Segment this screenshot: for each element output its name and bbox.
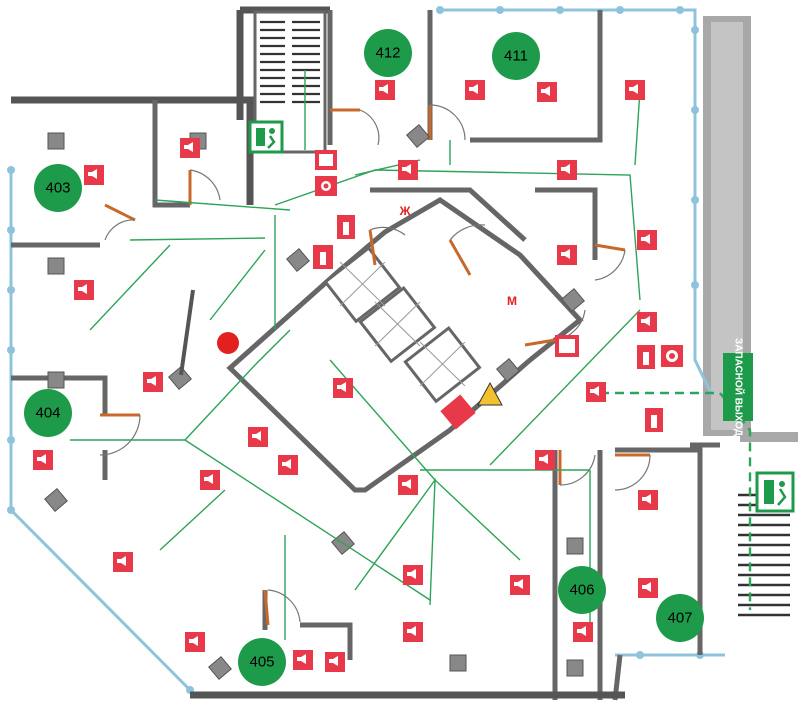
room-label-411: 411 [504, 48, 528, 65]
alarm-speaker-icon [625, 80, 645, 100]
alarm-speaker-icon [403, 565, 423, 585]
alarm-speaker-icon [403, 622, 423, 642]
alarm-speaker-icon [293, 650, 313, 670]
alarm-speaker-icon [398, 160, 418, 180]
emergency-exit-label: ЗАПАСНОЙ ВЫХОД [733, 338, 746, 436]
room-label-412: 412 [375, 45, 400, 62]
emergency-exit-icon [248, 120, 284, 154]
alarm-speaker-icon [398, 475, 418, 495]
doors [99, 104, 651, 626]
room-badge-404: 404 [24, 389, 72, 437]
alarm-speaker-icon [185, 632, 205, 652]
alarm-speaker-icon [33, 450, 53, 470]
elevator-mark: М [507, 294, 517, 308]
room-badge-406: 406 [558, 566, 606, 614]
alarm-speaker-icon [638, 578, 658, 598]
emergency-exit-icon [755, 471, 795, 513]
fire-extinguisher-icon [337, 215, 355, 239]
alarm-speaker-icon [637, 230, 657, 250]
room-badges: 403 404 405 406 407 411 412 [24, 29, 704, 686]
room-badge-411: 411 [492, 32, 540, 80]
room-badge-405: 405 [238, 638, 286, 686]
fire-alarm-speakers [33, 80, 658, 672]
alarm-speaker-icon [573, 622, 593, 642]
alarm-speaker-icon [84, 165, 104, 185]
fire-extinguisher-icon [637, 345, 655, 369]
fire-hose-icon [440, 394, 476, 430]
fire-extinguisher-icon [313, 245, 333, 269]
alarm-speaker-icon [143, 372, 163, 392]
electric-hazard-icon [477, 381, 503, 406]
alarm-speaker-icon [200, 470, 220, 490]
alarm-speaker-icon [557, 245, 577, 265]
alarm-speaker-icon [535, 450, 555, 470]
external-wall-band [703, 16, 798, 442]
room-badge-407: 407 [656, 594, 704, 642]
alarm-speaker-icon [278, 455, 298, 475]
alarm-speaker-icon [74, 280, 94, 300]
alarm-speaker-icon [537, 82, 557, 102]
alarm-speaker-icon [113, 552, 133, 572]
exit-signs: ЗАПАСНОЙ ВЫХОД [248, 120, 795, 513]
alarm-speaker-icon [180, 138, 200, 158]
manual-call-point-icon [315, 176, 337, 196]
you-are-here-marker [217, 332, 239, 354]
room-label-404: 404 [35, 405, 60, 422]
stair-mark: Ж [399, 204, 411, 218]
room-label-407: 407 [667, 610, 692, 627]
fire-extinguisher-icon [645, 408, 663, 432]
columns [44, 124, 585, 680]
alarm-speaker-icon [325, 652, 345, 672]
alarm-speaker-icon [465, 80, 485, 100]
walls [11, 6, 720, 701]
room-label-405: 405 [249, 654, 274, 671]
alarm-speaker-icon [638, 490, 658, 510]
alarm-speaker-icon [557, 160, 577, 180]
external-staircase [738, 493, 790, 617]
room-badge-412: 412 [364, 29, 412, 77]
alarm-speaker-icon [586, 382, 606, 402]
fire-equipment [313, 150, 683, 432]
facade-glazing [7, 6, 725, 694]
fire-hose-icon [315, 150, 337, 170]
alarm-speaker-icon [333, 378, 353, 398]
alarm-speaker-icon [248, 427, 268, 447]
emergency-exit-sign: ЗАПАСНОЙ ВЫХОД [723, 338, 753, 436]
room-badge-403: 403 [34, 164, 82, 212]
room-label-403: 403 [45, 180, 70, 197]
alarm-speaker-icon [637, 312, 657, 332]
room-label-406: 406 [569, 582, 594, 599]
fire-hose-icon [555, 335, 579, 357]
alarm-speaker-icon [510, 575, 530, 595]
elevator-core: М Ж [226, 197, 584, 493]
alarm-speaker-icon [375, 80, 395, 100]
manual-call-point-icon [661, 345, 683, 367]
